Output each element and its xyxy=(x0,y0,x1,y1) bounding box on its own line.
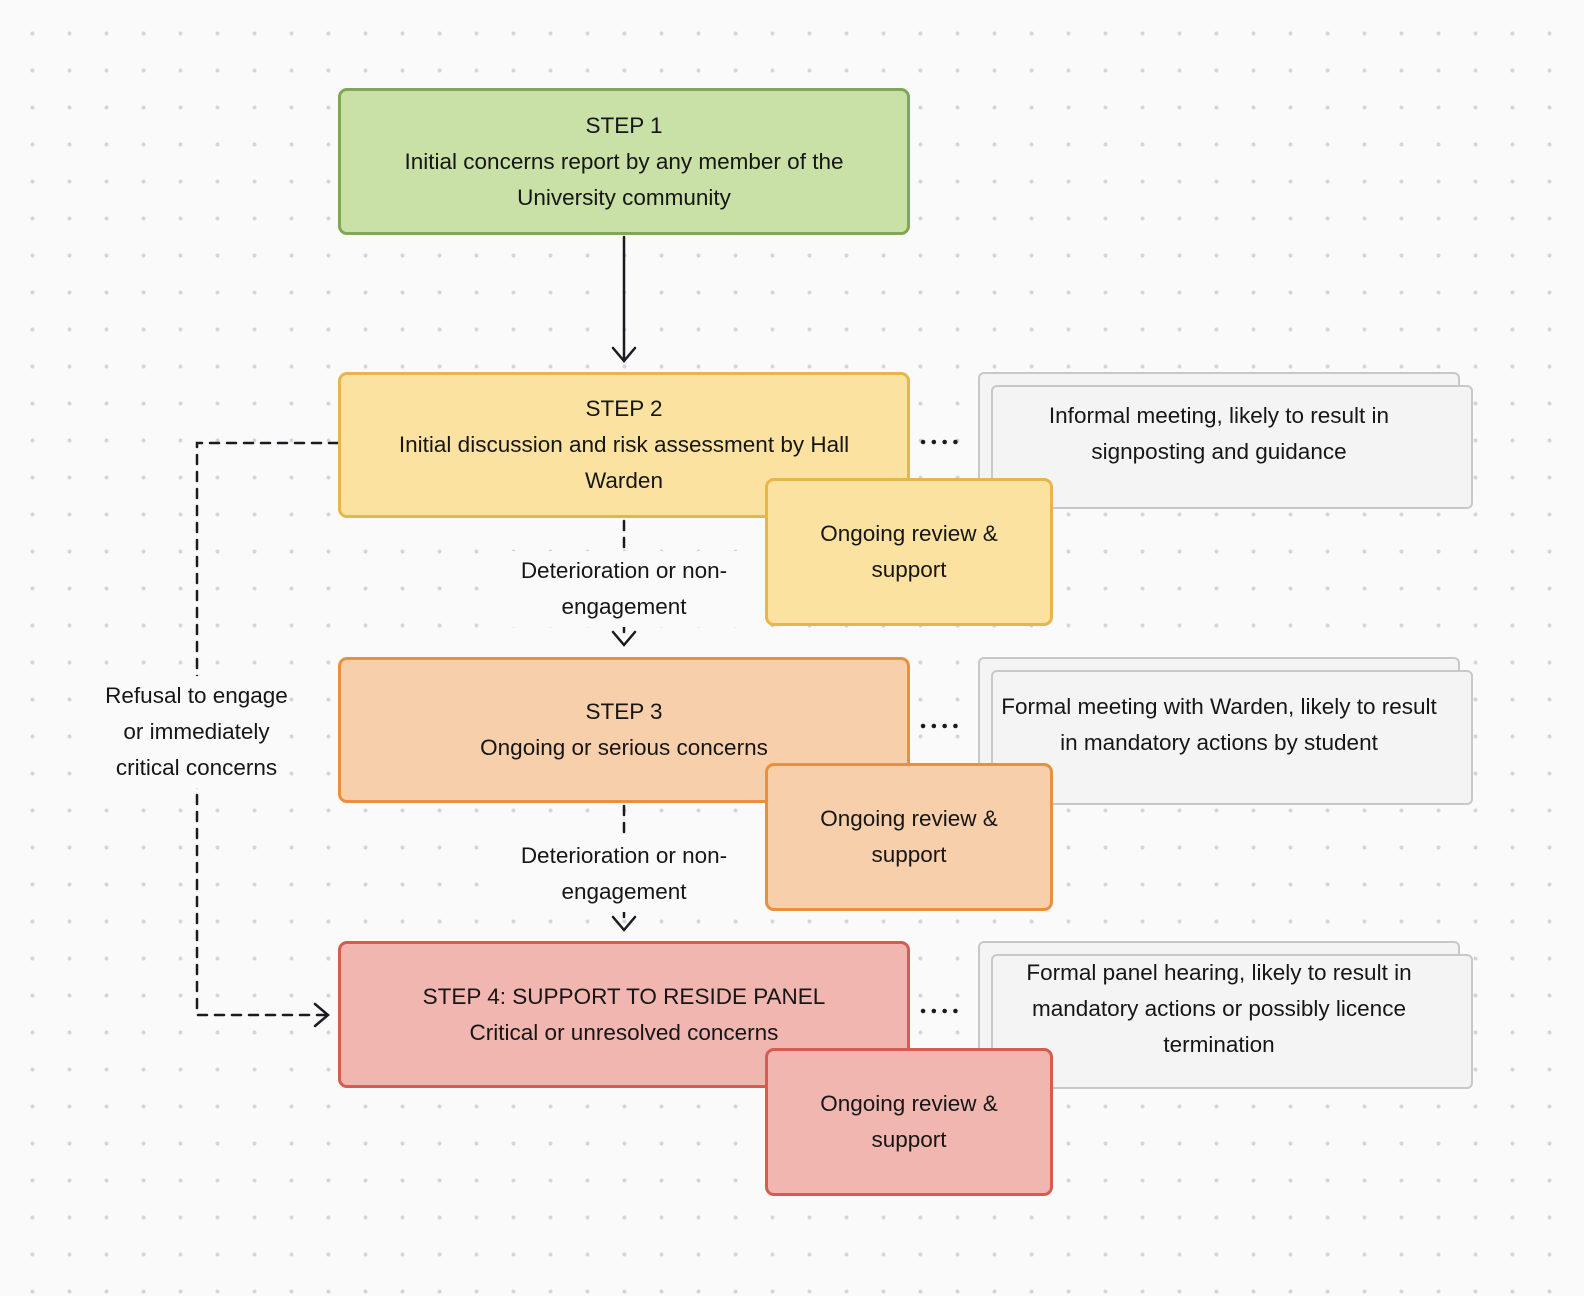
note-formal-meeting-text: Formal meeting with Warden, likely to re… xyxy=(1001,693,1437,755)
note-panel-hearing-text: Formal panel hearing, likely to result i… xyxy=(1026,959,1412,1057)
note-informal-meeting-text: Informal meeting, likely to result in si… xyxy=(1048,403,1390,464)
step-1-box: STEP 1 Initial concerns report by any me… xyxy=(338,88,910,235)
ongoing-review-box-step3: Ongoing review & support xyxy=(765,763,1053,911)
edge-label-deterioration-1: Deterioration or non-engagement xyxy=(504,551,744,627)
step-4-body: Critical or unresolved concerns xyxy=(469,1019,779,1045)
step-2-title: STEP 2 xyxy=(585,396,663,421)
ongoing-review-box-step4: Ongoing review & support xyxy=(765,1048,1053,1196)
ongoing-review-box-step2: Ongoing review & support xyxy=(765,478,1053,626)
step-1-body: Initial concerns report by any member of… xyxy=(404,148,844,210)
step-4-title: STEP 4: SUPPORT TO RESIDE PANEL xyxy=(422,983,826,1009)
step-1-title: STEP 1 xyxy=(585,112,663,138)
step-3-body: Ongoing or serious concerns xyxy=(480,735,768,760)
note-formal-meeting: Formal meeting with Warden, likely to re… xyxy=(978,657,1473,805)
note-panel-hearing: Formal panel hearing, likely to result i… xyxy=(978,941,1473,1089)
step-3-title: STEP 3 xyxy=(585,699,663,724)
note-informal-meeting: Informal meeting, likely to result in si… xyxy=(978,372,1473,509)
arrow-step1-to-step2 xyxy=(611,235,637,363)
ongoing-review-label: Ongoing review & support xyxy=(820,806,998,867)
step-2-body: Initial discussion and risk assessment b… xyxy=(398,432,850,493)
edge-label-deterioration-2: Deterioration or non-engagement xyxy=(504,836,744,912)
ongoing-review-label: Ongoing review & support xyxy=(820,1091,998,1152)
edge-label-refusal: Refusal to engage or immediately critica… xyxy=(104,676,289,788)
ongoing-review-label: Ongoing review & support xyxy=(820,521,998,582)
